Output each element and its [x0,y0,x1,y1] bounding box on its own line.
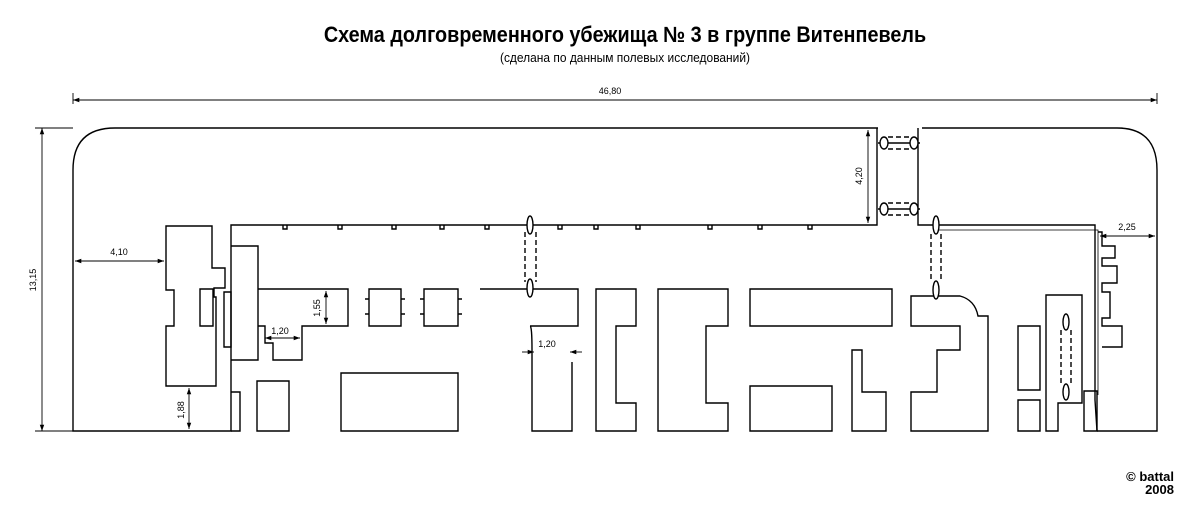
copyright-year: 2008 [1145,482,1174,497]
dim-bottom-offset: 1,88 [176,401,186,419]
room-l [1083,390,1098,432]
left-wing [165,225,349,432]
diagram-subtitle: (сделана по данным полевых исследований) [499,50,751,65]
central-rooms [340,288,989,432]
center-shaft [524,215,537,298]
copyright-symbol: © [1126,469,1136,484]
left-inner-block [199,288,214,327]
copyright-notice: © battal 2008 [1084,470,1174,496]
right-rooms [1017,294,1098,432]
room-m [1017,399,1041,432]
left-room-block [165,225,226,387]
right-shafts [930,215,1072,401]
outer-hull [72,127,1158,432]
stair-side [223,291,232,348]
room-h [851,349,887,432]
dim-left-offset: 4,10 [110,247,128,257]
dim-gap-left: 1,20 [271,326,289,336]
room-e [657,288,729,432]
room-c [480,288,579,432]
stair-block [231,245,259,361]
dim-total-length: 46,80 [599,86,622,96]
bottom-left-room [256,380,290,432]
l-shaped-wall [258,288,349,361]
room-j [1017,325,1041,391]
hull-right-part [922,127,1158,432]
room-b [420,288,462,327]
dim-right-offset: 2,25 [1118,222,1136,232]
room-a [365,288,405,327]
room-d [595,288,637,432]
right-room-inner-wall [939,229,1099,395]
diagram-title: Схема долговременного убежища № 3 в груп… [323,22,927,47]
dim-niche-height: 1,55 [312,299,322,317]
room-i [910,295,989,432]
small-rooms [365,288,579,432]
bunker-lower-left [340,372,459,432]
dimension-labels: 46,80 13,15 4,10 2,25 4,20 1,55 1,20 1,2… [28,86,1136,419]
dim-total-width: 13,15 [28,269,38,292]
right-room-wall [917,128,1098,432]
right-steps [1098,231,1123,348]
dimension-lines [35,93,1158,432]
copyright-author: battal [1139,469,1174,484]
corridor-notches [282,225,813,230]
room-f [749,288,893,327]
room-g [749,385,833,432]
dim-gap-center: 1,20 [538,339,556,349]
hull-left-part [72,127,878,432]
dim-passage-height: 4,20 [854,167,864,185]
bottom-left-pillar [231,391,241,432]
room-k [1045,294,1083,432]
upper-passage [878,136,920,216]
